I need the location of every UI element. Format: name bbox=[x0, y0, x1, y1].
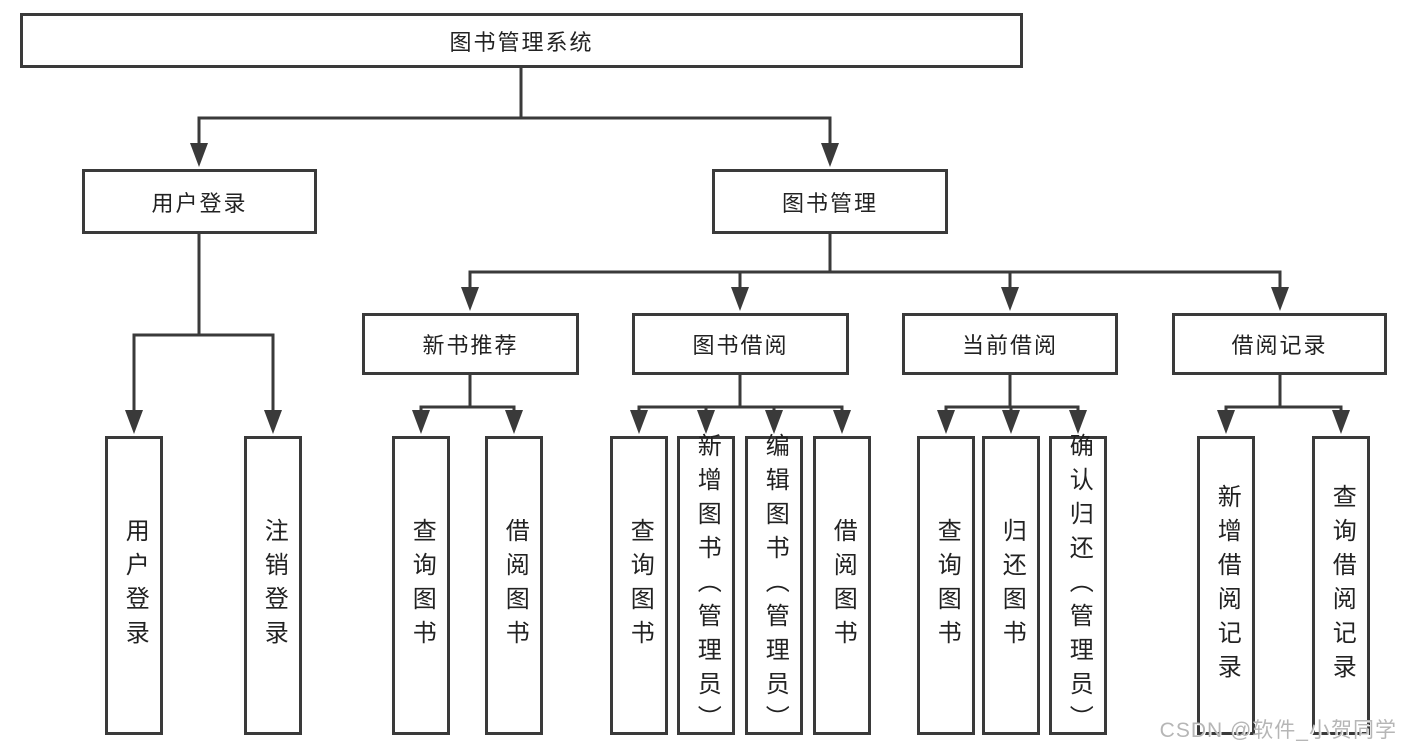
node-leaf-user-login-label: 用户登录 bbox=[121, 517, 149, 654]
node-leaf-borrow-books: 借阅图书 bbox=[813, 436, 871, 735]
node-leaf-query-books-current: 查询图书 bbox=[917, 436, 975, 735]
node-leaf-logout-label: 注销登录 bbox=[260, 517, 288, 654]
connector-root-to-level2 bbox=[190, 68, 839, 167]
connector-borrow-records-children bbox=[1217, 374, 1350, 434]
node-leaf-query-borrow-record-label: 查询借阅记录 bbox=[1328, 483, 1356, 688]
node-borrow-records-label: 借阅记录 bbox=[1231, 333, 1328, 358]
node-leaf-query-borrow-record: 查询借阅记录 bbox=[1312, 436, 1370, 735]
node-leaf-add-borrow-record-label: 新增借阅记录 bbox=[1213, 483, 1241, 688]
node-new-book-recommend-label: 新书推荐 bbox=[422, 333, 519, 358]
connector-new-book-children bbox=[412, 374, 523, 434]
node-library-system: 图书管理系统 bbox=[20, 13, 1023, 68]
node-leaf-borrow-books-label: 借阅图书 bbox=[829, 517, 857, 654]
connector-book-management-children bbox=[461, 234, 1289, 311]
node-book-management-label: 图书管理 bbox=[781, 190, 878, 216]
node-leaf-return-books: 归还图书 bbox=[982, 436, 1040, 735]
node-leaf-logout: 注销登录 bbox=[244, 436, 302, 735]
node-leaf-borrow-books-recommend-label: 借阅图书 bbox=[501, 517, 529, 654]
node-current-borrow: 当前借阅 bbox=[902, 313, 1118, 375]
node-leaf-add-borrow-record: 新增借阅记录 bbox=[1197, 436, 1255, 735]
node-user-login-label: 用户登录 bbox=[151, 190, 248, 216]
node-leaf-query-books-current-label: 查询图书 bbox=[933, 517, 961, 654]
node-book-borrow: 图书借阅 bbox=[632, 313, 849, 375]
node-leaf-borrow-books-recommend: 借阅图书 bbox=[485, 436, 543, 735]
node-library-system-label: 图书管理系统 bbox=[449, 29, 594, 55]
node-leaf-query-books-borrow: 查询图书 bbox=[610, 436, 668, 735]
node-leaf-edit-books-admin: 编辑图书（管理员） bbox=[745, 433, 803, 739]
node-leaf-add-books-admin-label: 新增图书（管理员） bbox=[693, 432, 721, 739]
connector-current-borrow-children bbox=[937, 374, 1087, 434]
node-leaf-return-books-label: 归还图书 bbox=[998, 517, 1026, 654]
node-leaf-query-books-recommend: 查询图书 bbox=[392, 436, 450, 735]
node-leaf-query-books-borrow-label: 查询图书 bbox=[626, 517, 654, 654]
node-leaf-confirm-return-admin-label: 确认归还（管理员） bbox=[1065, 432, 1093, 739]
node-leaf-query-books-recommend-label: 查询图书 bbox=[408, 517, 436, 654]
node-borrow-records: 借阅记录 bbox=[1172, 313, 1387, 375]
node-book-management: 图书管理 bbox=[712, 169, 948, 234]
node-book-borrow-label: 图书借阅 bbox=[692, 333, 789, 358]
node-user-login: 用户登录 bbox=[82, 169, 317, 234]
connector-user-login-children bbox=[125, 234, 282, 434]
node-current-borrow-label: 当前借阅 bbox=[961, 333, 1058, 358]
node-leaf-edit-books-admin-label: 编辑图书（管理员） bbox=[761, 432, 789, 739]
node-leaf-user-login: 用户登录 bbox=[105, 436, 163, 735]
watermark: CSDN @软件_小贺同学 bbox=[1159, 719, 1397, 742]
node-leaf-add-books-admin: 新增图书（管理员） bbox=[677, 433, 735, 739]
node-new-book-recommend: 新书推荐 bbox=[362, 313, 579, 375]
connector-book-borrow-children bbox=[630, 374, 851, 434]
node-leaf-confirm-return-admin: 确认归还（管理员） bbox=[1049, 433, 1107, 739]
